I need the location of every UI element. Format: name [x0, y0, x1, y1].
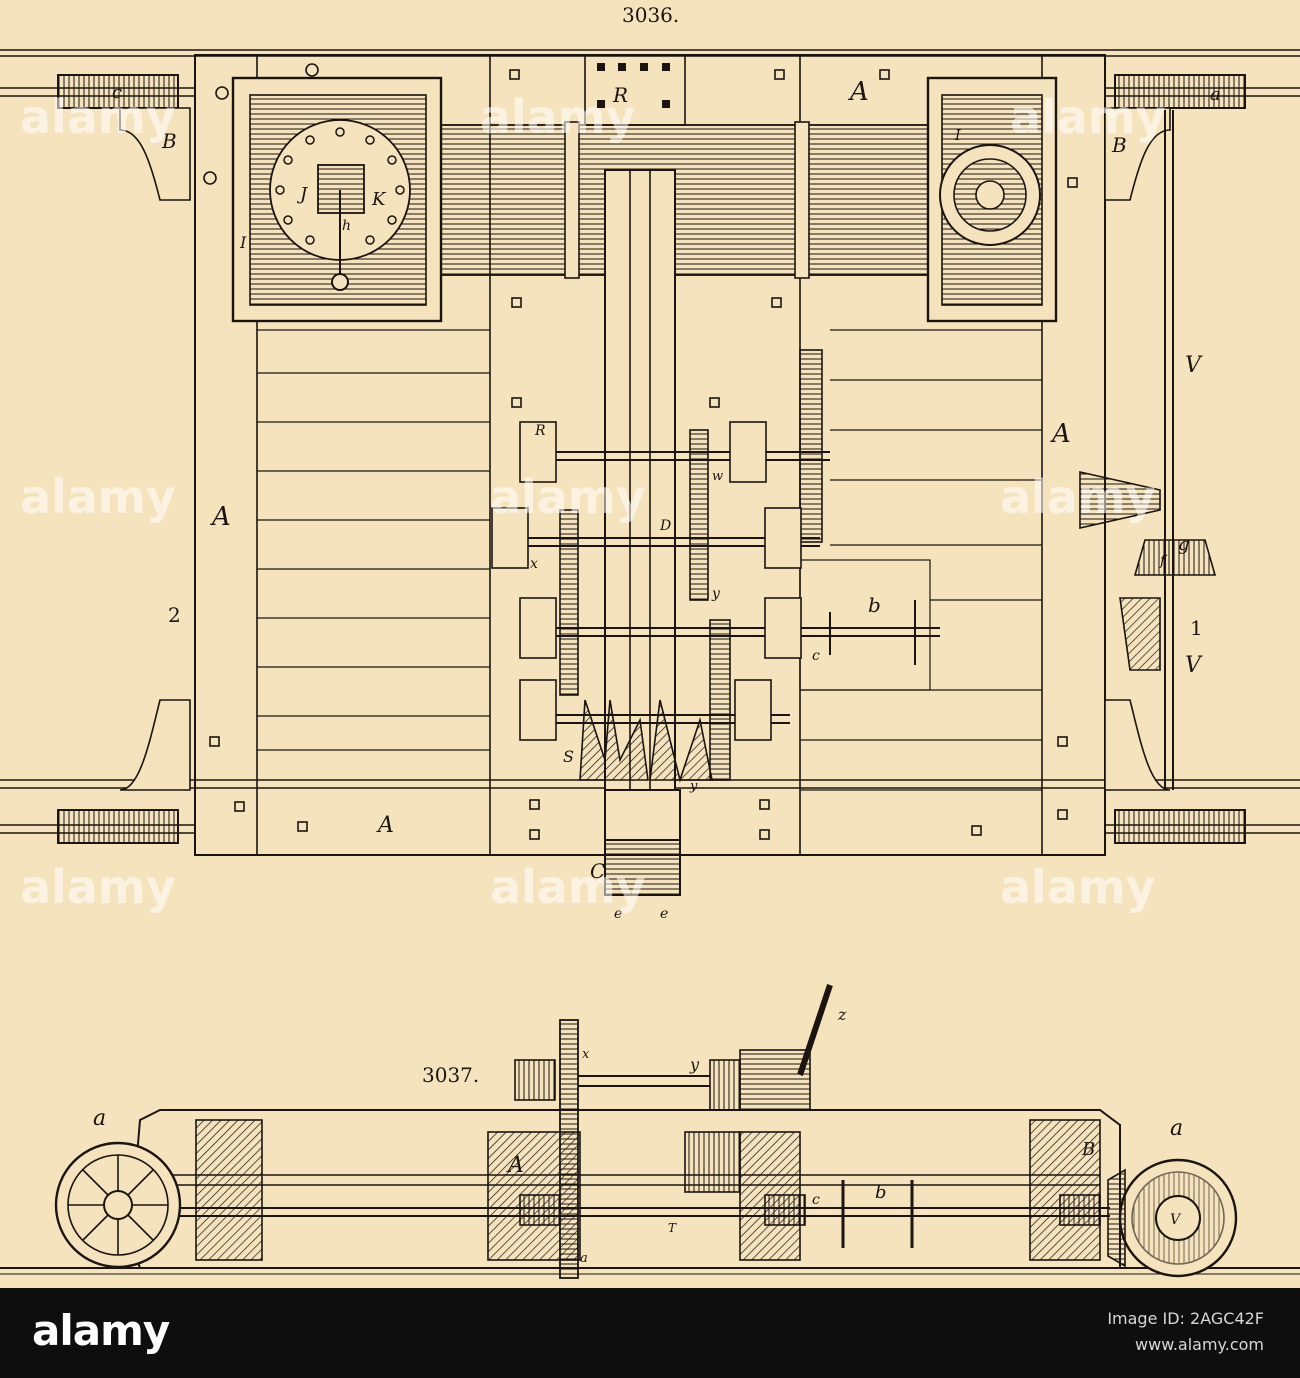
figure-3037 [0, 984, 1300, 1279]
coupling-C [604, 789, 681, 896]
label-bottom-y: y [689, 1055, 700, 1074]
left-bearing-box [231, 76, 443, 323]
label-R-top: R [612, 83, 628, 107]
label-bottom-T: T [668, 1221, 677, 1235]
block-right [1029, 1119, 1101, 1261]
label-A-top-right: A [848, 77, 869, 107]
shaft-V [1079, 110, 1217, 790]
label-V-top: V [1185, 353, 1203, 378]
roller-drum [439, 121, 931, 279]
spool-b [829, 600, 916, 665]
bolster-bolts [597, 63, 670, 108]
label-b: b [868, 593, 881, 617]
frame-left-beam [194, 54, 258, 856]
right-bearing-box [926, 76, 1058, 323]
wheel-bottom-left [57, 699, 191, 844]
image-id: Image ID: 2AGC42F [1107, 1309, 1264, 1328]
label-bottom-a-gear: a [580, 1251, 588, 1266]
label-num-2: 2 [168, 603, 181, 627]
label-K: K [371, 189, 387, 210]
planking-left-lines [257, 329, 490, 751]
figure-3036 [0, 49, 1300, 896]
lever-z [797, 984, 833, 1076]
label-y2: y [689, 779, 698, 794]
label-bottom-V: V [1170, 1212, 1182, 1228]
lower-shaft [180, 1180, 1110, 1248]
label-bottom-b: b [875, 1182, 887, 1203]
wheel-right [1107, 1158, 1238, 1278]
label-w: w [712, 469, 723, 484]
wheel-top-left [57, 74, 191, 201]
label-g: g [1178, 534, 1190, 555]
label-A-bottom: A [376, 813, 394, 838]
label-I-left: I [239, 233, 247, 252]
planking-right-lines [799, 329, 1042, 791]
label-x: x [530, 556, 538, 572]
label-e2: e [660, 906, 668, 922]
label-B-right: B [1111, 133, 1127, 157]
label-I-right: I [954, 128, 961, 144]
stock-footer: alamy Image ID: 2AGC42F www.alamy.com [0, 1288, 1300, 1378]
upper-shaft [514, 984, 833, 1111]
figure-number-3036: 3036. [622, 3, 679, 27]
label-num-1: 1 [1190, 616, 1203, 640]
carriage-body [128, 1109, 1121, 1269]
label-a-right: a [1210, 84, 1221, 105]
label-A-right: A [1050, 419, 1071, 449]
block-left [195, 1119, 263, 1261]
label-B-left: B [161, 129, 177, 153]
gears [559, 349, 823, 783]
frame-bolts [203, 63, 1078, 840]
wheel-left [54, 1141, 182, 1269]
label-c-left: c [112, 82, 122, 103]
label-bottom-a-right: a [1170, 1116, 1183, 1141]
label-C: C [590, 859, 605, 883]
frame-right-beam [1041, 54, 1106, 856]
label-e1: e [614, 906, 622, 922]
label-bottom-z: z [837, 1005, 847, 1024]
label-h: h [342, 218, 351, 234]
label-bottom-c: c [812, 1192, 820, 1208]
image-meta: Image ID: 2AGC42F www.alamy.com [1107, 1306, 1264, 1358]
wheel-top-right [1104, 74, 1246, 201]
label-bottom-a-left: a [93, 1106, 106, 1131]
label-D: D [659, 518, 671, 534]
label-V-bottom: V [1185, 653, 1203, 678]
connecting-rod-D [604, 169, 676, 801]
figure-number-3037: 3037. [422, 1063, 479, 1087]
figure-3037-labels: 3037. A B a a a x y z b c T V [93, 1005, 1183, 1266]
label-R-mid: R [534, 423, 546, 439]
engraving-diagram: 3036. A A A A B B C D R R I I J K h V V … [0, 3, 1300, 1279]
figure-3036-labels: 3036. A A A A B B C D R R I I J K h V V … [112, 3, 1221, 922]
bearing-blocks [491, 421, 802, 741]
label-bottom-A: A [506, 1153, 524, 1178]
label-c-shaft: c [812, 648, 820, 664]
gear-x-a [559, 1019, 579, 1279]
wheel-bottom-right [1104, 699, 1246, 844]
label-A-left: A [210, 502, 231, 532]
label-S: S [563, 747, 574, 766]
label-bottom-B: B [1081, 1139, 1095, 1160]
stock-url: www.alamy.com [1135, 1335, 1264, 1354]
label-f: f [1159, 553, 1168, 569]
label-bottom-x: x [582, 1047, 590, 1062]
alamy-logo: alamy [32, 1306, 170, 1355]
label-J: J [296, 184, 309, 205]
label-y: y [711, 586, 721, 602]
